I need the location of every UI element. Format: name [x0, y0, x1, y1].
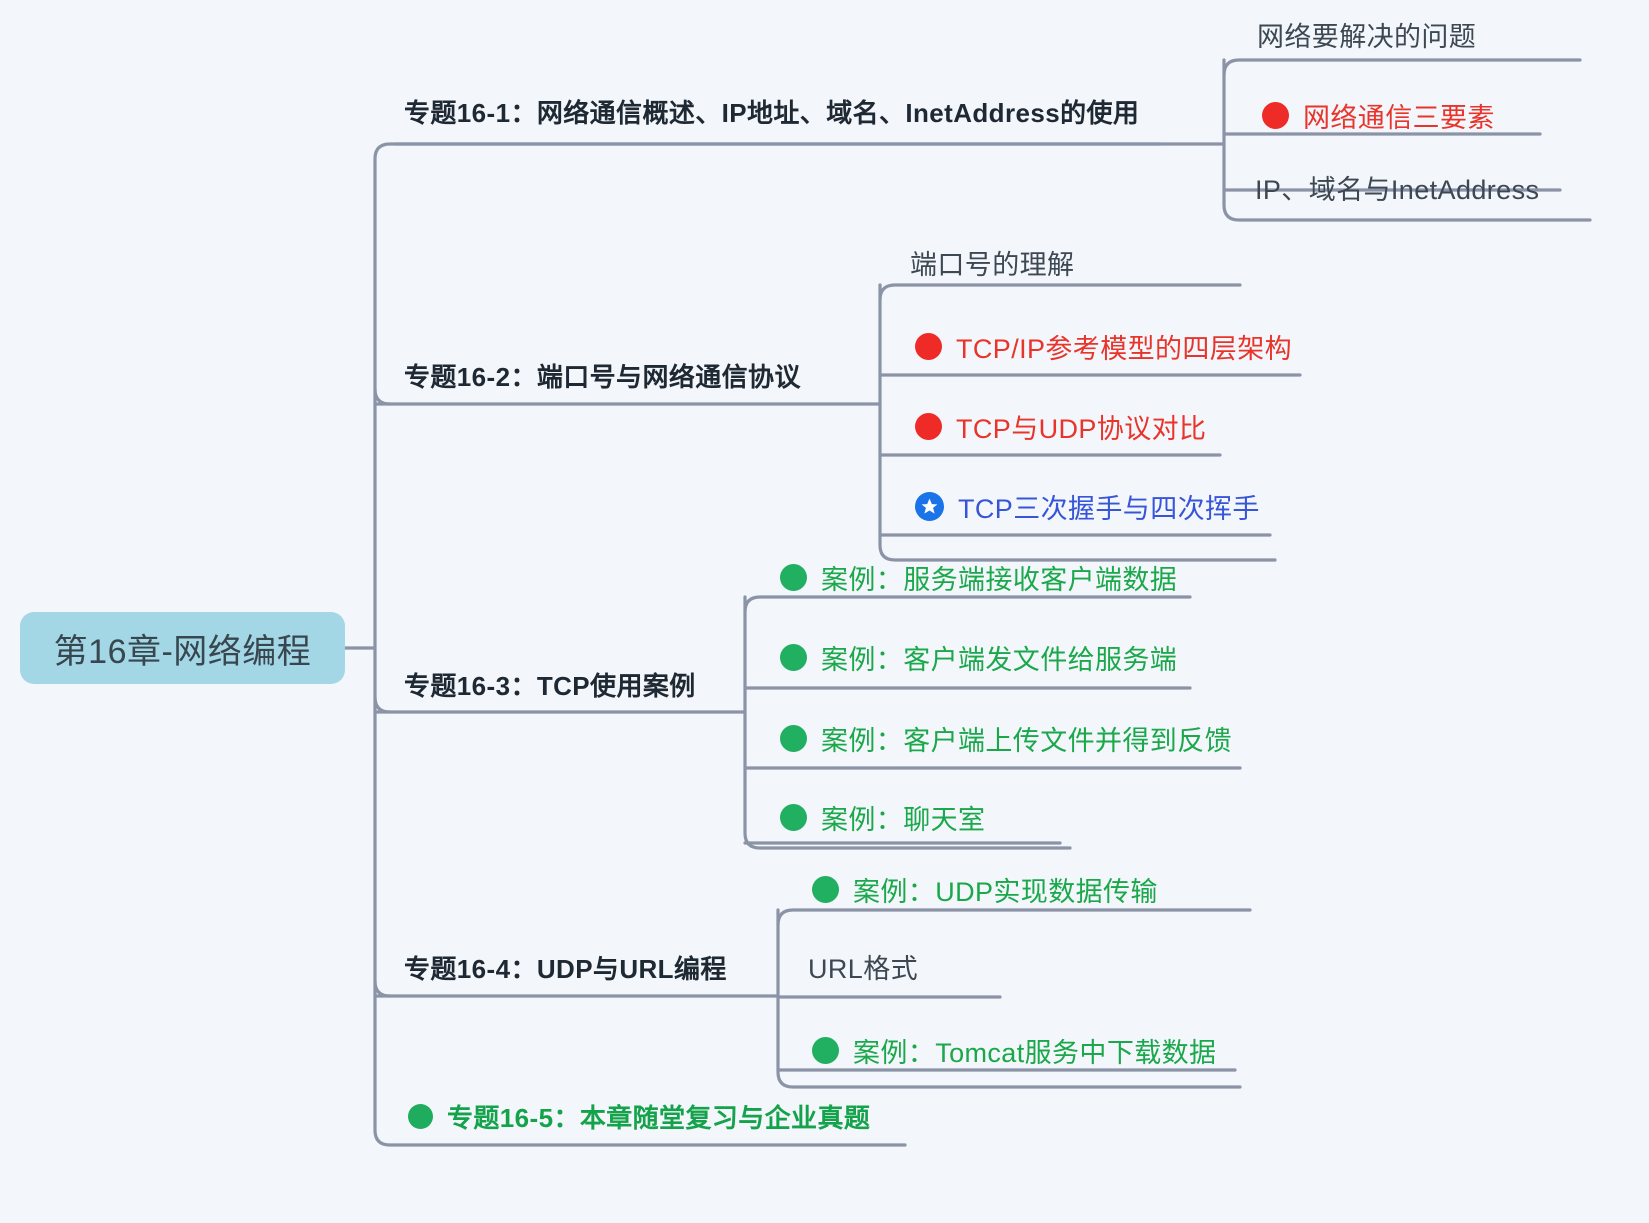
- leaf-network-three-elements-label: 网络通信三要素: [1303, 103, 1495, 133]
- leaf-network-problem-label: 网络要解决的问题: [1257, 22, 1477, 52]
- leaf-udp-data-transfer[interactable]: 案例：UDP实现数据传输: [812, 870, 1158, 909]
- green-circle-icon: [408, 1104, 433, 1129]
- leaf-ip-domain-inetaddress-label: IP、域名与InetAddress: [1255, 175, 1540, 205]
- topic-16-5-label: 专题16-5：本章随堂复习与企业真题: [447, 1103, 871, 1133]
- leaf-server-receive-client-data[interactable]: 案例：服务端接收客户端数据: [780, 558, 1177, 597]
- leaf-tomcat-download-label: 案例：Tomcat服务中下载数据: [853, 1038, 1217, 1068]
- red-circle-icon: [1262, 102, 1289, 129]
- leaf-tcp-handshake-label: TCP三次握手与四次挥手: [958, 494, 1260, 524]
- topic-16-3-label: 专题16-3：TCP使用案例: [404, 671, 696, 701]
- topic-16-2-label: 专题16-2：端口号与网络通信协议: [404, 362, 801, 392]
- blue-star-icon: [915, 492, 944, 521]
- leaf-udp-data-transfer-label: 案例：UDP实现数据传输: [853, 877, 1158, 907]
- topic-16-3[interactable]: 专题16-3：TCP使用案例: [404, 666, 696, 703]
- leaf-ip-domain-inetaddress[interactable]: IP、域名与InetAddress: [1255, 168, 1539, 207]
- leaf-url-format-label: URL格式: [808, 954, 919, 984]
- green-circle-icon: [812, 1037, 839, 1064]
- leaf-tcpip-four-layer[interactable]: TCP/IP参考模型的四层架构: [915, 327, 1292, 366]
- green-circle-icon: [780, 725, 807, 752]
- topic-16-4[interactable]: 专题16-4：UDP与URL编程: [404, 949, 727, 986]
- leaf-client-upload-feedback-label: 案例：客户端上传文件并得到反馈: [821, 726, 1232, 756]
- leaf-chat-room-label: 案例：聊天室: [821, 805, 986, 835]
- leaf-network-three-elements[interactable]: 网络通信三要素: [1262, 96, 1495, 135]
- red-circle-icon: [915, 333, 942, 360]
- leaf-client-upload-feedback[interactable]: 案例：客户端上传文件并得到反馈: [780, 719, 1232, 758]
- leaf-client-send-file-label: 案例：客户端发文件给服务端: [821, 645, 1178, 675]
- root-node[interactable]: 第16章-网络编程: [20, 612, 345, 684]
- topic-16-4-label: 专题16-4：UDP与URL编程: [404, 954, 727, 984]
- green-circle-icon: [780, 564, 807, 591]
- green-circle-icon: [812, 876, 839, 903]
- leaf-port-understanding[interactable]: 端口号的理解: [910, 243, 1074, 282]
- leaf-url-format[interactable]: URL格式: [808, 947, 918, 986]
- leaf-tcpip-four-layer-label: TCP/IP参考模型的四层架构: [956, 334, 1293, 364]
- leaf-tcp-udp-compare-label: TCP与UDP协议对比: [956, 414, 1207, 444]
- leaf-chat-room[interactable]: 案例：聊天室: [780, 798, 985, 837]
- leaf-client-send-file[interactable]: 案例：客户端发文件给服务端: [780, 638, 1177, 677]
- topic-16-5[interactable]: 专题16-5：本章随堂复习与企业真题: [408, 1098, 870, 1135]
- root-node-label: 第16章-网络编程: [53, 632, 312, 671]
- leaf-tcp-udp-compare[interactable]: TCP与UDP协议对比: [915, 407, 1206, 446]
- leaf-tomcat-download[interactable]: 案例：Tomcat服务中下载数据: [812, 1031, 1216, 1070]
- red-circle-icon: [915, 413, 942, 440]
- topic-16-1[interactable]: 专题16-1：网络通信概述、IP地址、域名、InetAddress的使用: [404, 93, 1139, 130]
- green-circle-icon: [780, 644, 807, 671]
- leaf-network-problem[interactable]: 网络要解决的问题: [1257, 15, 1476, 54]
- leaf-port-understanding-label: 端口号的理解: [910, 250, 1075, 280]
- green-circle-icon: [780, 804, 807, 831]
- topic-16-1-label: 专题16-1：网络通信概述、IP地址、域名、InetAddress的使用: [404, 98, 1140, 128]
- leaf-server-receive-client-data-label: 案例：服务端接收客户端数据: [821, 565, 1178, 595]
- leaf-tcp-handshake[interactable]: TCP三次握手与四次挥手: [915, 487, 1260, 526]
- topic-16-2[interactable]: 专题16-2：端口号与网络通信协议: [404, 357, 801, 394]
